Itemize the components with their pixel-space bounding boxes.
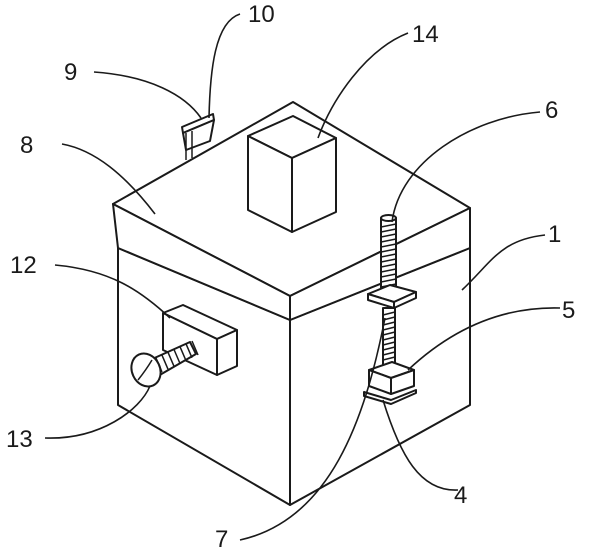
label-9: 9: [64, 59, 77, 86]
rod-thread-line: [380, 248, 397, 253]
leader-1: [461, 234, 546, 291]
rod-thread-line: [382, 356, 396, 361]
top-block-right: [291, 137, 337, 233]
rod-threads-lower: [382, 311, 396, 366]
bolt-thread-line: [167, 352, 175, 367]
leader-lines: [44, 13, 561, 541]
bolt-thread-line: [191, 340, 199, 356]
top-block: [247, 115, 337, 233]
rod-thread-line: [382, 331, 396, 336]
leader-5: [407, 307, 561, 371]
rod-thread-line: [382, 336, 396, 341]
leader-8: [61, 143, 156, 215]
bolt-thread-line: [179, 346, 187, 361]
label-12: 12: [10, 252, 37, 279]
rod-thread-line: [380, 233, 397, 238]
rod-thread-line: [380, 238, 397, 243]
rod-thread-line: [382, 321, 396, 326]
collar-side: [393, 291, 417, 309]
label-1: 1: [548, 221, 561, 248]
leader-4: [382, 399, 459, 491]
lid-tab-plate: [182, 119, 215, 151]
reference-numerals: 1 4 5 6 7 8 9 10 12 13 14: [6, 1, 575, 553]
rod-thread-line: [382, 341, 396, 346]
bolt-thread-line: [173, 349, 181, 364]
rod-thread-line: [380, 258, 397, 263]
rod-thread-line: [382, 346, 396, 351]
rod-thread-line: [380, 243, 397, 248]
label-8: 8: [20, 132, 33, 159]
rod-thread-line: [380, 228, 397, 233]
label-7: 7: [215, 526, 228, 553]
rod-thread-line: [380, 223, 397, 228]
label-13: 13: [6, 426, 33, 453]
bolt-head-slot: [137, 359, 153, 381]
label-5: 5: [562, 297, 575, 324]
side-clamp: [130, 304, 238, 388]
leader-12: [54, 264, 171, 319]
leader-6: [391, 111, 541, 223]
leader-7: [239, 317, 386, 541]
lid-tab: [181, 113, 215, 160]
bolt-thread-line: [161, 354, 169, 370]
label-14: 14: [412, 21, 439, 48]
leader-13: [44, 385, 151, 439]
rod-thread-line: [380, 263, 397, 268]
side-block-end: [216, 329, 238, 376]
rod-thread-line: [382, 351, 396, 356]
rod-thread-line: [380, 268, 397, 273]
base-plate: [363, 389, 417, 405]
rod-thread-line: [380, 278, 397, 283]
label-4: 4: [454, 482, 467, 509]
bolt-thread-line: [185, 343, 193, 359]
leader-9: [93, 71, 202, 119]
threaded-rod-upper: [380, 217, 397, 289]
leader-14: [317, 32, 409, 139]
rod-thread-line: [380, 253, 397, 258]
label-6: 6: [545, 97, 558, 124]
leader-10: [208, 13, 241, 119]
rod-thread-line: [382, 311, 396, 316]
rod-thread-line: [382, 326, 396, 331]
rod-threads-upper: [380, 223, 397, 288]
base-block-side: [390, 369, 415, 395]
threaded-rod-assembly: [363, 214, 417, 405]
label-10: 10: [248, 1, 275, 28]
rod-thread-line: [380, 273, 397, 278]
